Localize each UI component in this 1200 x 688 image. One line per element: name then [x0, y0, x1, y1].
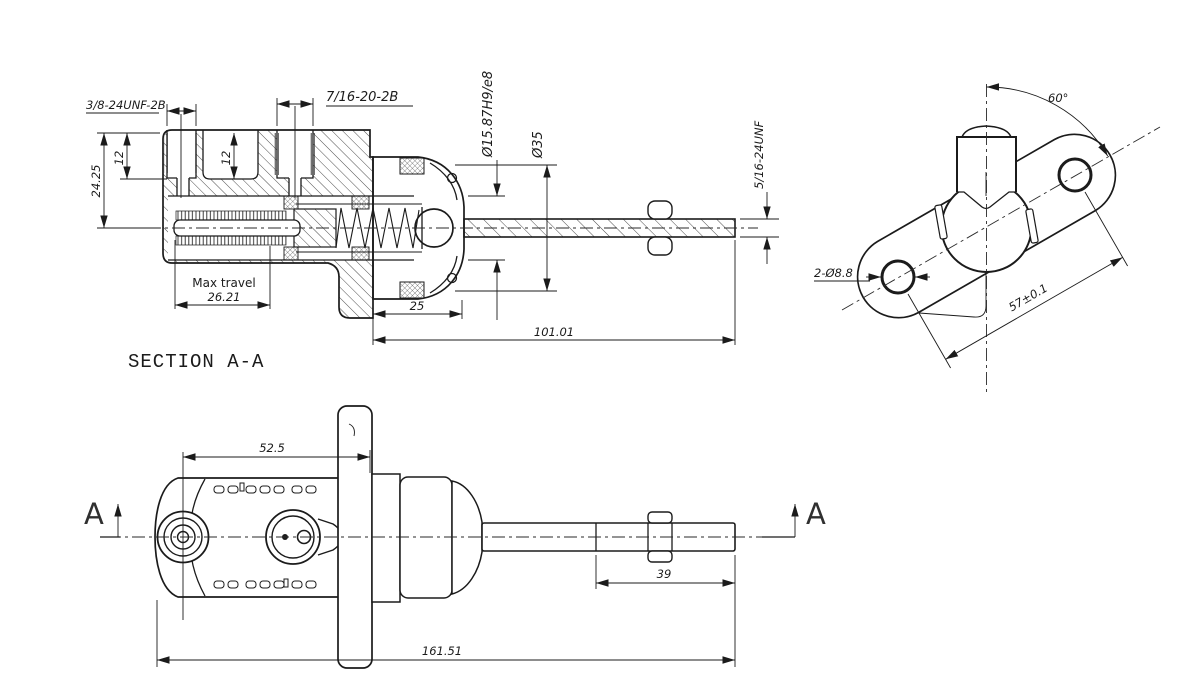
- retainer-seal-bottom: [351, 246, 370, 261]
- port2-thread-label: 7/16-20-2B: [326, 90, 398, 105]
- cutting-plane-right-label: A: [806, 497, 826, 531]
- spacing-dim-label: 57±0.1: [1006, 281, 1050, 314]
- dim-overall: 161.51: [156, 600, 735, 667]
- port1-thread-label: 3/8-24UNF-2B: [86, 98, 166, 112]
- boot-bead-bottom: [446, 272, 458, 284]
- cylinder-body-section: [163, 130, 373, 318]
- boot-cap: [372, 156, 465, 300]
- boot-bead-top: [446, 172, 458, 184]
- piston-seal-bottom: [283, 246, 299, 261]
- boot-fold-bottom: [429, 255, 458, 294]
- max-travel-value: 26.21: [208, 290, 241, 304]
- hole-dim-label: 2-Ø8.8: [814, 266, 853, 280]
- dim-cap: Ø35: [455, 131, 557, 292]
- offset-dim-label: 52.5: [259, 441, 285, 455]
- port1-section: [164, 130, 199, 196]
- rod-nut-bottom: [647, 236, 673, 256]
- thread-len-label: 39: [657, 567, 672, 581]
- serrations-top: [213, 482, 317, 494]
- dim-port2-depth: 12: [219, 133, 251, 180]
- dim-port1-depth: 12: [112, 133, 167, 180]
- boot-collar: [371, 473, 401, 603]
- cutting-plane-left-label: A: [84, 497, 104, 531]
- boot-end: [451, 480, 483, 595]
- retainer-seal-top: [351, 195, 370, 210]
- overall-dim-label: 161.51: [422, 644, 462, 658]
- cap-dim-label: Ø35: [531, 131, 546, 159]
- mounting-hole-right: [1057, 157, 1093, 193]
- cutting-plane-right: A: [762, 497, 826, 538]
- clamp-tab-left: [934, 204, 948, 240]
- dim-rod-thread: 5/16-24UNF: [740, 120, 779, 264]
- flange-mark: [348, 423, 355, 437]
- flange-view: 60° 2-Ø8.8 57±0.1: [814, 83, 1161, 392]
- rod-thread-label: 5/16-24UNF: [752, 120, 766, 189]
- section-title: SECTION A-A: [128, 351, 264, 373]
- boot-clamp-top: [399, 157, 425, 175]
- port1-depth-label: 12: [112, 151, 126, 166]
- rod-nut-bottom-side: [647, 550, 673, 563]
- boot-clamp-bottom: [399, 281, 425, 299]
- clamp-tab-right: [1025, 208, 1039, 244]
- side-body: [154, 477, 341, 598]
- piston-seal-top: [283, 195, 299, 210]
- dim-height: 24.25: [89, 132, 160, 229]
- rod-nut-top-side: [647, 511, 673, 524]
- max-travel-label: Max travel: [192, 276, 255, 290]
- boot-fold-top: [429, 162, 458, 201]
- port2-section: [274, 130, 315, 196]
- dim-offset: 52.5: [183, 441, 371, 473]
- dim-thread-length: 39: [595, 555, 736, 667]
- boot-body: [399, 476, 453, 599]
- body-outline: [162, 129, 374, 319]
- dim-max-travel: Max travel 26.21: [174, 240, 271, 309]
- dim-rod-length: 101.01: [373, 240, 736, 345]
- flange-axis: [841, 126, 1161, 311]
- section-view: 3/8-24UNF-2B 7/16-20-2B 24.25 12: [86, 71, 779, 373]
- height-dim-label: 24.25: [89, 165, 103, 198]
- rod-nut-top: [647, 200, 673, 220]
- dim-angle: 60°: [986, 83, 1109, 157]
- bore-dim-label: Ø15.87H9/e8: [481, 71, 496, 158]
- dim-holes: 2-Ø8.8: [814, 266, 930, 282]
- angle-dim-label: 60°: [1048, 91, 1068, 105]
- dim-boot-length: 25: [372, 299, 463, 345]
- side-view: A A 52.5 39 161.51: [84, 405, 826, 669]
- port2-depth-label: 12: [219, 151, 233, 166]
- rod-dim-label: 101.01: [534, 325, 574, 339]
- boot-dim-label: 25: [410, 299, 425, 313]
- mounting-hole-left: [880, 259, 916, 295]
- dim-port2-thread: 7/16-20-2B: [276, 90, 413, 126]
- cutting-plane-left: A: [84, 497, 122, 538]
- dim-port1-thread: 3/8-24UNF-2B: [86, 98, 197, 126]
- dim-bore: Ø15.87H9/e8: [468, 71, 505, 320]
- serrations-bottom: [213, 578, 317, 589]
